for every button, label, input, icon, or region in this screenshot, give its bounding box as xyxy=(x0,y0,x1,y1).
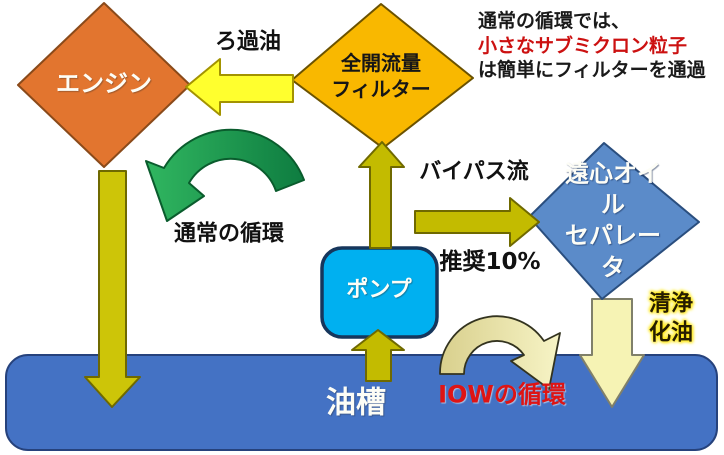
separator-node-shape xyxy=(528,142,700,300)
filtered-oil-arrow-icon xyxy=(185,58,294,116)
pump-suction-arrow-icon xyxy=(351,329,405,382)
engine-node-shape xyxy=(17,2,191,168)
annotation-line-1: 通常の循環では、 xyxy=(478,10,631,32)
annotation-note: 通常の循環では、 小さなサブミクロン粒子 は簡単にフィルターを通過 xyxy=(478,9,706,83)
pump-node-shape xyxy=(320,246,439,339)
bypass-arrow-icon xyxy=(414,197,540,247)
filter-node-shape xyxy=(291,3,474,149)
pump-to-filter-arrow-icon xyxy=(358,141,405,249)
iow-circulation-arc-arrow-icon xyxy=(439,315,561,390)
annotation-line-2: 小さなサブミクロン粒子 xyxy=(478,34,688,57)
annotation-line-3: は簡単にフィルターを通過 xyxy=(478,59,706,82)
normal-circulation-arc-arrow-icon xyxy=(145,128,305,222)
clean-oil-arrow-icon xyxy=(579,298,645,408)
engine-drain-arrow-icon xyxy=(84,170,141,408)
